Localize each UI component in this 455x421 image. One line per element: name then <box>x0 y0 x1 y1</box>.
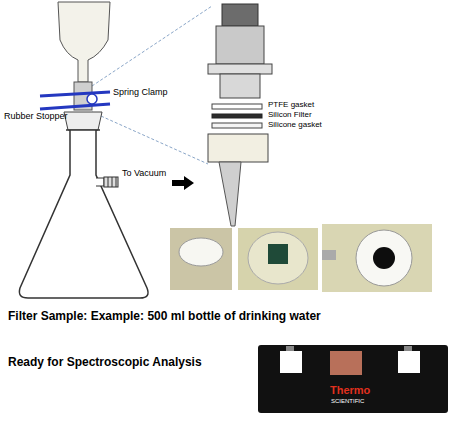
part-label: PTFE gasket <box>268 101 314 110</box>
brand-logo: Thermo <box>330 384 370 396</box>
part-label: To Vacuum <box>122 169 166 179</box>
step-note: Filter Sample: Example: 500 ml bottle of… <box>8 310 321 323</box>
part-label: Silicon Filter <box>268 111 312 120</box>
step-note: Ready for Spectroscopic Analysis <box>8 356 202 369</box>
brand-logo: SCIENTIFIC <box>331 398 364 405</box>
part-label: Spring Clamp <box>113 88 168 98</box>
part-label: Rubber Stopper <box>4 112 68 122</box>
part-label: Silicone gasket <box>268 121 322 130</box>
